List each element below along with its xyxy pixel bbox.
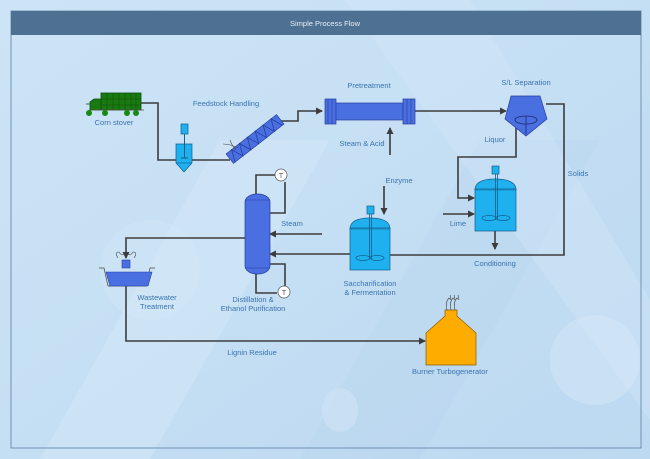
label-corn-stover: Corn stover bbox=[95, 118, 134, 127]
label-steam-acid: Steam & Acid bbox=[339, 139, 384, 148]
label-lignin-residue: Lignin Residue bbox=[227, 348, 277, 357]
temperature-sensor-top-icon: T bbox=[274, 168, 288, 182]
label-solids: Solids bbox=[568, 169, 589, 178]
feed-hopper-icon bbox=[175, 123, 193, 173]
pretreatment-reactor-icon bbox=[324, 98, 416, 125]
distillation-column-icon bbox=[244, 193, 271, 275]
label-steam: Steam bbox=[281, 219, 303, 228]
label-feedstock-handling: Feedstock Handling bbox=[193, 99, 259, 108]
label-liquor: Liquor bbox=[485, 135, 506, 144]
corn-stover-truck-icon bbox=[86, 92, 144, 116]
svg-text:T: T bbox=[279, 173, 284, 180]
svg-text:T: T bbox=[282, 290, 287, 297]
label-pretreatment: Pretreatment bbox=[347, 81, 391, 90]
label-saccharification-line1: Saccharification bbox=[344, 279, 397, 288]
label-enzyme: Enzyme bbox=[385, 176, 412, 185]
label-sl-separation: S/L Separation bbox=[501, 78, 550, 87]
page-title: Simple Process Flow bbox=[290, 19, 361, 28]
label-conditioning: Conditioning bbox=[474, 259, 516, 268]
header-bar: Simple Process Flow bbox=[11, 11, 641, 35]
motor-wires-icon bbox=[222, 139, 239, 151]
label-saccharification-line2: & Fermentation bbox=[344, 288, 395, 297]
saccharification-tank-icon bbox=[349, 205, 391, 271]
conditioning-tank-icon bbox=[474, 165, 517, 232]
burner-turbogenerator-icon bbox=[425, 294, 477, 366]
label-burner: Burner Turbogenerator bbox=[412, 367, 488, 376]
label-distillation-line1: Distillation & bbox=[232, 295, 273, 304]
screw-conveyor-icon bbox=[225, 114, 285, 164]
label-wastewater-line2: Treatment bbox=[140, 302, 175, 311]
label-wastewater-line1: Wastewater bbox=[137, 293, 177, 302]
sl-separator-icon bbox=[504, 95, 548, 137]
label-distillation-line2: Ethanol Purification bbox=[221, 304, 286, 313]
label-lime: Lime bbox=[450, 219, 466, 228]
wastewater-basin-icon bbox=[99, 251, 155, 287]
pipes bbox=[122, 102, 565, 345]
temperature-sensor-bottom-icon: T bbox=[277, 285, 291, 299]
